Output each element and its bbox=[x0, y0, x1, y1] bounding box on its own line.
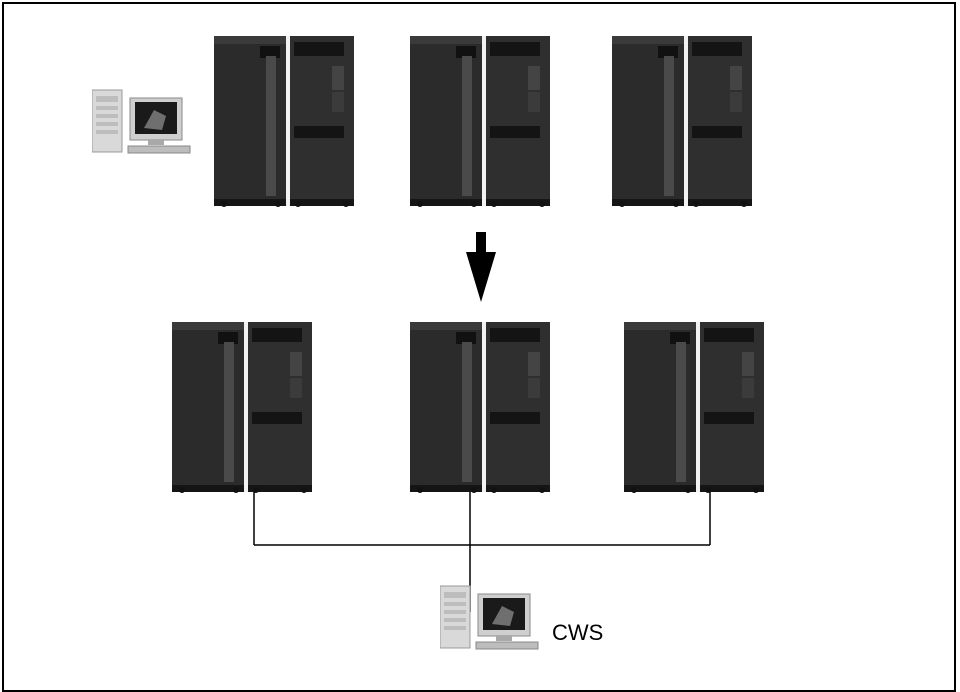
network-lines bbox=[253, 492, 711, 612]
workstation-cws bbox=[440, 576, 540, 656]
arrow-down-icon bbox=[466, 232, 496, 304]
cws-label: CWS bbox=[552, 620, 604, 645]
